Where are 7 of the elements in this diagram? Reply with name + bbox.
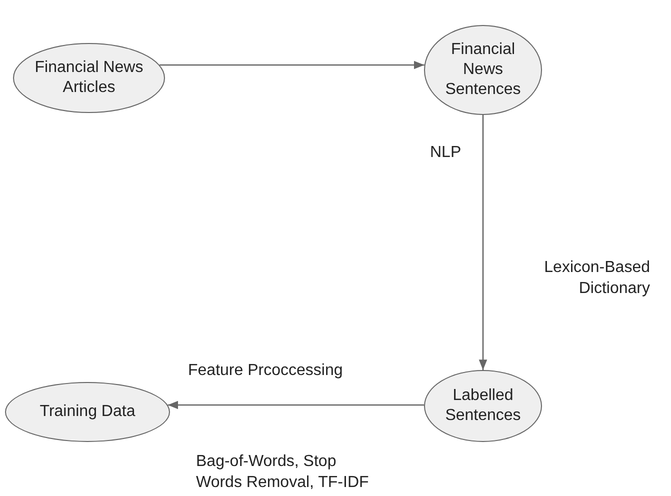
node-label: Labelled Sentences xyxy=(444,386,522,426)
node-label: Training Data xyxy=(40,402,136,422)
node-label: Financial News Articles xyxy=(34,58,144,98)
arrow xyxy=(478,115,488,370)
arrow xyxy=(160,60,424,70)
node-label: Financial News Sentences xyxy=(444,40,522,100)
arrow xyxy=(168,400,424,410)
